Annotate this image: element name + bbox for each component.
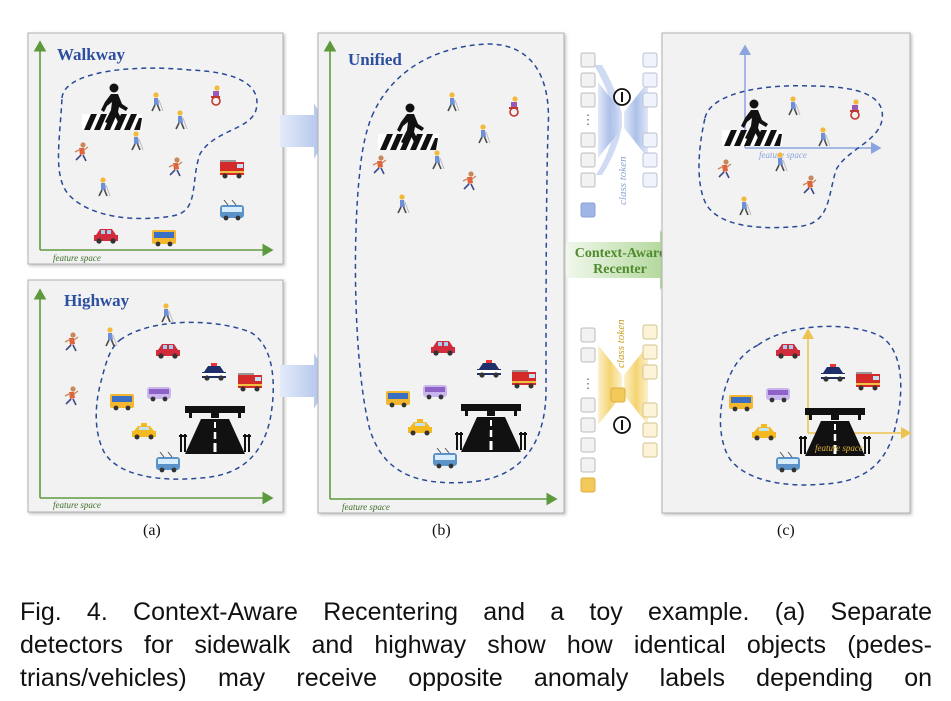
axis-label: feature space — [342, 502, 390, 512]
bus-icon — [729, 395, 753, 412]
cluster-boundary — [354, 43, 550, 484]
caption-line: detectors for sidewalk and highway show … — [20, 631, 932, 659]
panel-a-highway: Highway feature space — [27, 279, 284, 513]
unified-title: Unified — [348, 50, 402, 69]
axis-label: feature space — [815, 443, 863, 453]
axis-label: feature space — [53, 253, 101, 263]
axis-label: feature space — [759, 150, 807, 160]
class-token-label: class token — [615, 319, 627, 368]
subfigure-label-b: (b) — [432, 522, 451, 539]
token-column-left — [580, 327, 596, 493]
subfigure-label-c: (c) — [777, 522, 795, 539]
bus-icon — [110, 394, 134, 411]
token-column-left — [580, 52, 596, 218]
walkway-title: Walkway — [57, 45, 126, 64]
class-token-label: class token — [617, 156, 629, 205]
caption-line: trians/vehicles) may receive opposite an… — [20, 664, 932, 692]
panel-b-unified: Unified feature space — [317, 32, 565, 514]
bus-icon — [386, 391, 410, 408]
highway-title: Highway — [64, 291, 130, 310]
cluster-boundary — [95, 321, 274, 480]
panel-c-recentered: feature space feature space — [661, 32, 912, 514]
context-aware-recenter-module: ⋮ class token Context-Aware Recenter — [566, 52, 680, 493]
class-token-square — [580, 477, 596, 493]
cluster-boundary — [719, 325, 902, 486]
cluster-boundary — [57, 67, 258, 220]
class-token-square — [610, 387, 626, 403]
cluster-boundary — [698, 85, 884, 229]
recenter-arrow — [566, 230, 680, 290]
ellipsis: ⋮ — [582, 112, 595, 127]
figure-canvas: Walkway feature space Highway feature sp… — [27, 32, 912, 514]
module-label-line2: Recenter — [593, 262, 647, 277]
axis-label: feature space — [53, 500, 101, 510]
figure-caption: Fig. 4. Context-Aware Recentering and a … — [20, 596, 932, 695]
subfigure-label-a: (a) — [143, 522, 161, 539]
panel-a-walkway: Walkway feature space — [27, 32, 284, 265]
ellipsis: ⋮ — [582, 376, 595, 391]
module-label-line1: Context-Aware — [575, 246, 665, 261]
bus-icon — [152, 230, 176, 247]
class-token-square — [580, 202, 596, 218]
caption-line: Fig. 4. Context-Aware Recentering and a … — [20, 598, 932, 626]
